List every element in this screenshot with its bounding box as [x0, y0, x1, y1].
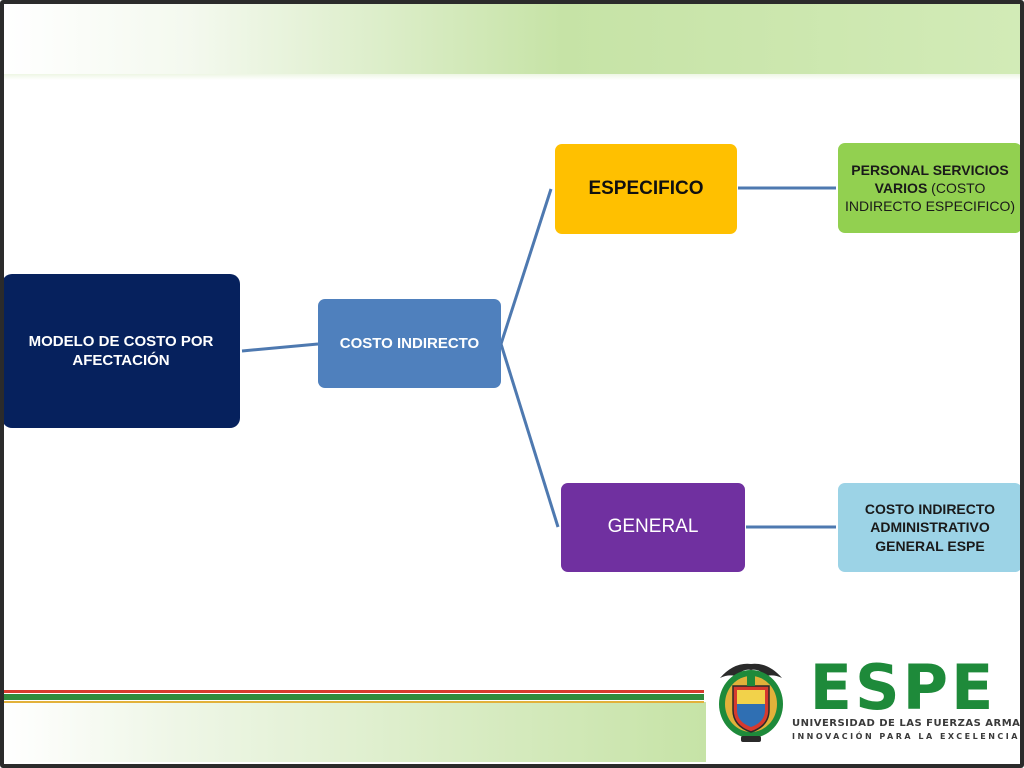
header-band-shadow — [4, 74, 1020, 80]
node-personal-servicios-varios: PERSONAL SERVICIOS VARIOS (COSTO INDIREC… — [838, 143, 1022, 233]
node-general: GENERAL — [561, 483, 745, 572]
node-label: COSTO INDIRECTO ADMINISTRATIVO GENERAL E… — [864, 501, 996, 554]
node-modelo-costo-afectacion: MODELO DE COSTO POR AFECTACIÓN — [2, 274, 240, 428]
node-label: GENERAL — [607, 516, 699, 538]
footer-stripe-red — [4, 690, 704, 693]
footer-stripe-green — [4, 694, 704, 700]
university-slogan: INNOVACIÓN PARA LA EXCELENCIA — [792, 732, 1020, 741]
node-label-rest: (COSTO INDIRECTO ESPECIFICO) — [844, 179, 1016, 215]
node-especifico: ESPECIFICO — [555, 144, 737, 234]
edge-indirecto-general — [499, 343, 560, 528]
node-costo-indirecto: COSTO INDIRECTO — [318, 299, 501, 388]
node-label-bold: PERSONAL SERVICIOS VARIOS — [851, 161, 1009, 196]
node-label: PERSONAL SERVICIOS VARIOS (COSTO INDIREC… — [842, 161, 1018, 216]
footer-gradient-band — [4, 702, 708, 762]
node-costo-indirecto-administrativo: COSTO INDIRECTO ADMINISTRATIVO GENERAL E… — [838, 483, 1022, 572]
espe-wordmark: ESPE — [809, 651, 997, 724]
edge-root-indirecto — [241, 342, 319, 353]
node-label: MODELO DE COSTO POR AFECTACIÓN — [28, 332, 214, 370]
university-name: UNIVERSIDAD DE LAS FUERZAS ARMADAS — [792, 718, 1024, 729]
node-label: COSTO INDIRECTO — [339, 334, 480, 352]
university-crest-icon — [719, 663, 783, 742]
node-label: ESPECIFICO — [588, 177, 704, 199]
espe-logo: ESPE UNIVERSIDAD DE LAS FUERZAS ARMADAS … — [706, 651, 1024, 764]
header-gradient-band — [4, 4, 1020, 74]
footer-stripe-gold — [4, 701, 704, 703]
edge-indirecto-especifico — [499, 188, 553, 345]
